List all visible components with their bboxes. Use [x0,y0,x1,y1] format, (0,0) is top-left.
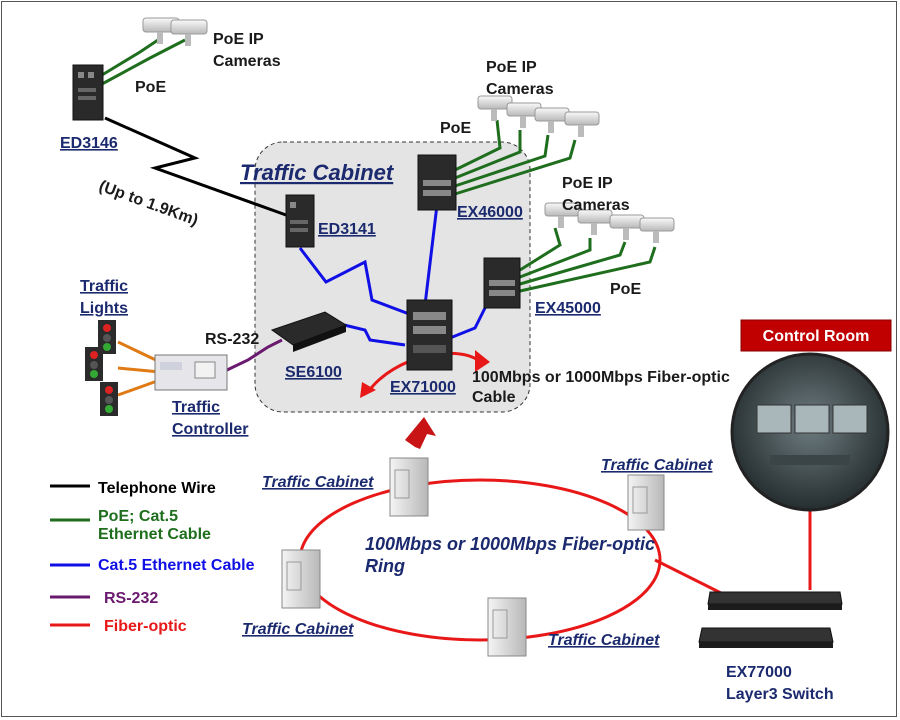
signal-wire-3 [117,378,161,397]
ethernet-cable-2 [423,204,439,306]
cabinet-icon [627,474,665,531]
camera-icon [477,95,513,121]
ethernet-cable-1 [298,247,426,322]
label-poe-2: PoE [440,120,471,137]
label-ex46000: EX46000 [457,204,523,221]
camera-icon [564,111,600,137]
poe-cable-2 [101,38,186,86]
label-traffic-cabinet-title: Traffic Cabinet [240,160,395,185]
control-room-badge [740,319,892,352]
ed3146-device [72,64,104,121]
poe-cable-8 [519,238,592,279]
label-poe-3: PoE [610,281,641,298]
traffic-light-3 [100,382,118,416]
label-control-room: Control Room [763,328,870,345]
traffic-light-2 [85,347,103,381]
poe-cable-6 [454,139,577,196]
ethernet-cable-4 [339,322,406,347]
signal-wire-2 [117,366,161,374]
control-room-screen [756,404,792,434]
cabinet-icon [487,597,527,657]
camera-icon [544,202,580,228]
poe-cable-5 [454,134,550,188]
traffic-light-1 [98,320,116,354]
label-se6100: SE6100 [285,364,342,381]
label-ex45000: EX45000 [535,300,601,317]
poe-cable-7 [519,227,562,272]
ex46000-device [417,154,457,211]
traffic-cabinet-box [254,141,531,413]
label-layer3: Layer3 Switch [726,686,834,703]
label-ex77000: EX77000 [726,664,792,681]
label-ex71000: EX71000 [390,379,456,396]
camera-icon [577,209,613,235]
fiber-arrow-right [475,350,490,372]
label-traffic-cabinet-4: Traffic Cabinet [548,632,660,649]
control-room-screen [794,404,830,434]
camera-icon [534,107,570,133]
camera-icon [609,214,645,240]
cabinet-icon [389,457,429,517]
label-traffic-cabinet-1: Traffic Cabinet [262,474,374,491]
ed3141-device [285,194,315,248]
signal-wire-1 [117,340,161,364]
label-traffic-cabinet-2: Traffic Cabinet [601,457,713,474]
label-rs232: RS-232 [205,331,259,348]
legend-text-0: Telephone Wire [98,480,216,497]
camera-icon [170,19,208,46]
camera-icon [639,217,675,243]
ex77000-switch [698,591,843,648]
poe-cable-3 [454,119,502,172]
legend-text-4: Fiber-optic [104,618,187,635]
label-traffic-cabinet-3: Traffic Cabinet [242,621,354,638]
label-poe: PoE [135,79,166,96]
cabinet-icon [281,549,321,609]
poe-cable-10 [519,246,657,293]
control-room-screen [832,404,868,434]
fiber-ring [298,478,662,642]
rs232-cable [226,338,283,372]
traffic-controller-device [154,354,228,391]
legend-text-3: RS-232 [104,590,158,607]
label-up-to: (Up to 1.9Km) [97,178,201,230]
legend-text-2: Cat.5 Ethernet Cable [98,557,255,574]
camera-icon [142,17,180,44]
ex45000-device [483,257,521,309]
label-ed3146: ED3146 [60,135,118,152]
poe-cable-4 [454,130,522,180]
control-room-desk [770,455,850,465]
fiber-arrow-left [360,382,376,398]
ex71000-device [406,299,453,371]
up-arrow [405,417,436,449]
label-ed3141: ED3141 [318,221,376,238]
poe-cable-1 [101,38,159,77]
telephone-wire [104,116,287,217]
se6100-device [270,311,348,352]
poe-cable-9 [519,241,627,286]
